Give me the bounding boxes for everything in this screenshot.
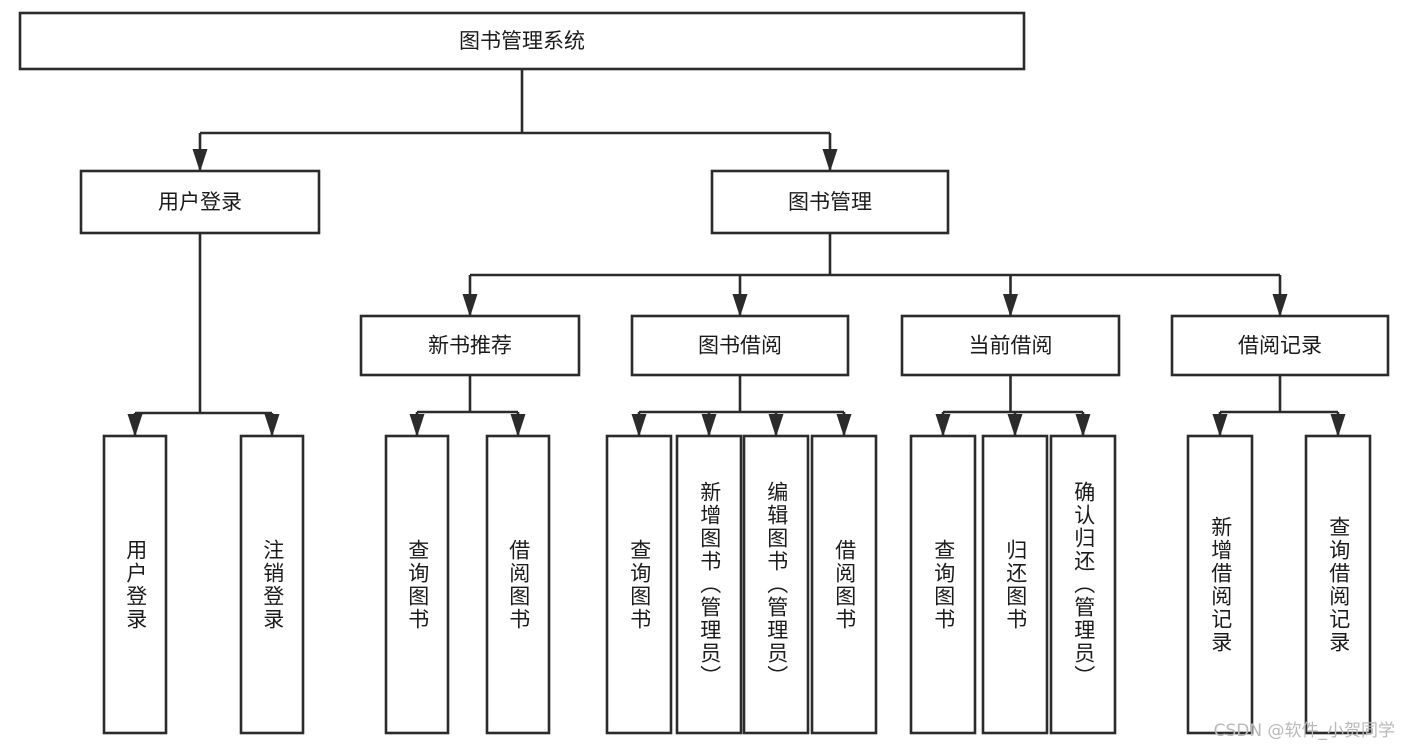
node-leaf9[interactable] <box>909 434 977 735</box>
arrow-head-icon <box>1272 294 1288 317</box>
connector-group-current <box>935 375 1091 437</box>
arrow-head-icon <box>462 294 478 317</box>
node-box[interactable] <box>981 434 1049 735</box>
node-label: 图书管理 <box>788 190 872 214</box>
arrow-head-icon <box>127 414 143 437</box>
arrow-head-icon <box>1330 414 1346 437</box>
arrow-head-icon <box>510 414 526 437</box>
node-label: 图书管理系统 <box>459 29 585 53</box>
node-label: 图书借阅 <box>698 334 782 358</box>
node-current[interactable]: 当前借阅 <box>900 314 1121 377</box>
node-leaf1[interactable] <box>102 434 168 735</box>
arrow-head-icon <box>1075 414 1091 437</box>
arrow-head-icon <box>822 149 838 172</box>
node-leaf4[interactable] <box>485 434 551 735</box>
node-root[interactable]: 图书管理系统 <box>18 11 1026 71</box>
arrow-head-icon <box>1003 294 1018 317</box>
node-box[interactable] <box>384 434 450 735</box>
connector-group-root <box>192 69 838 172</box>
arrow-head-icon <box>1007 414 1023 437</box>
arrow-head-icon <box>732 294 748 317</box>
arrow-head-icon <box>409 414 425 437</box>
node-leaf12[interactable] <box>1186 434 1254 735</box>
watermark-text: CSDN @软件_小贺同学 <box>1213 721 1395 741</box>
node-box[interactable] <box>485 434 551 735</box>
arrow-head-icon <box>768 414 784 437</box>
node-box[interactable] <box>18 11 1026 71</box>
node-box[interactable] <box>1049 434 1117 735</box>
node-bookmgmt[interactable]: 图书管理 <box>710 169 950 235</box>
edge-layer <box>127 69 1346 437</box>
node-label: 用户登录 <box>158 190 242 214</box>
node-label: 当前借阅 <box>969 334 1053 358</box>
node-borrow[interactable]: 图书借阅 <box>630 314 850 377</box>
node-leaf6[interactable] <box>675 434 743 735</box>
node-box[interactable] <box>1186 434 1254 735</box>
connector-group-bookmgmt <box>462 233 1288 317</box>
arrow-head-icon <box>192 149 208 172</box>
node-leaf13[interactable] <box>1304 434 1372 735</box>
node-box[interactable] <box>900 314 1121 377</box>
arrow-head-icon <box>631 414 647 437</box>
node-box[interactable] <box>675 434 743 735</box>
connector-group-newbook <box>409 375 526 437</box>
node-leaf11[interactable] <box>1049 434 1117 735</box>
node-box[interactable] <box>79 169 321 235</box>
node-box[interactable] <box>710 169 950 235</box>
node-leaf7[interactable] <box>742 434 810 735</box>
connector-group-borrow <box>631 375 852 437</box>
arrow-head-icon <box>935 414 951 437</box>
node-leaf10[interactable] <box>981 434 1049 735</box>
arrow-head-icon <box>264 414 280 437</box>
node-box[interactable] <box>1304 434 1372 735</box>
node-record[interactable]: 借阅记录 <box>1170 314 1390 377</box>
node-box[interactable] <box>239 434 305 735</box>
node-leaf5[interactable] <box>605 434 673 735</box>
node-leaf3[interactable] <box>384 434 450 735</box>
arrow-head-icon <box>701 414 717 437</box>
node-box[interactable] <box>630 314 850 377</box>
node-leaf8[interactable] <box>810 434 878 735</box>
node-box[interactable] <box>909 434 977 735</box>
node-box[interactable] <box>742 434 810 735</box>
node-box[interactable] <box>605 434 673 735</box>
connector-group-record <box>1212 375 1346 437</box>
connector-group-login <box>127 233 280 437</box>
node-newbook[interactable]: 新书推荐 <box>359 314 581 377</box>
node-box[interactable] <box>1170 314 1390 377</box>
node-leaf2[interactable] <box>239 434 305 735</box>
node-box[interactable] <box>102 434 168 735</box>
node-login[interactable]: 用户登录 <box>79 169 321 235</box>
node-box[interactable] <box>810 434 878 735</box>
arrow-head-icon <box>836 414 852 437</box>
node-label: 新书推荐 <box>428 334 512 358</box>
node-label: 借阅记录 <box>1238 334 1322 358</box>
node-box[interactable] <box>359 314 581 377</box>
arrow-head-icon <box>1212 414 1228 437</box>
